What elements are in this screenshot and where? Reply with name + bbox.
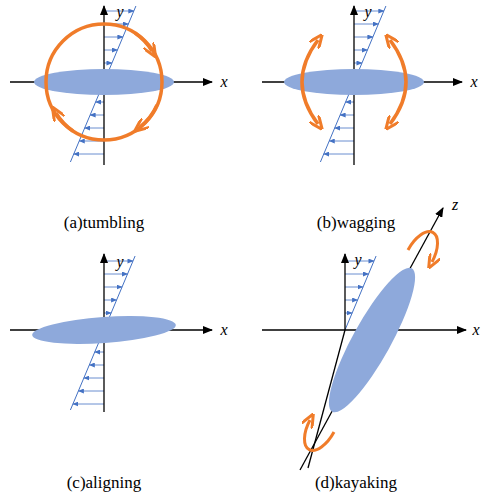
axis-label: x	[220, 74, 227, 90]
particle	[284, 69, 424, 95]
z-axis	[300, 208, 443, 470]
flow-arrow	[354, 50, 367, 51]
flow-arrow	[345, 274, 369, 275]
axis-label: y	[354, 252, 361, 268]
axis-label: y	[116, 4, 123, 20]
panel-caption: (b)wagging	[317, 214, 395, 231]
flow-arrow	[84, 378, 104, 379]
rotation-arrow	[56, 113, 73, 131]
flow-arrow	[354, 63, 362, 64]
flow-arrow	[90, 115, 104, 116]
axis-label: x	[472, 322, 479, 338]
flow-arrow	[335, 128, 354, 129]
panel-caption: (d)kayaking	[315, 474, 397, 491]
panel-caption: (c)aligning	[67, 474, 142, 491]
flow-arrow	[95, 352, 104, 353]
panel-caption: (a)tumbling	[64, 214, 144, 231]
flow-arrow	[104, 274, 128, 275]
flow-arrow	[104, 37, 123, 38]
kayaking-arrow	[304, 420, 334, 450]
flow-arrow	[104, 50, 117, 51]
flow-arrow	[89, 365, 104, 366]
flow-arrow	[85, 128, 104, 129]
kayaking-arrow	[408, 232, 438, 262]
flow-arrow	[104, 313, 111, 314]
flow-arrow	[354, 37, 373, 38]
flow-arrow	[345, 300, 358, 301]
flow-arrow	[104, 287, 122, 288]
axis-label: y	[364, 4, 371, 20]
tumbling-orbit	[46, 24, 162, 140]
axis-label: z	[452, 197, 458, 213]
flow-arrow	[346, 102, 354, 103]
particle	[31, 312, 176, 348]
y-axis	[344, 254, 345, 330]
flow-arrow	[78, 391, 104, 392]
flow-arrow	[324, 154, 354, 155]
flow-arrow	[329, 141, 354, 142]
flow-arrow	[354, 24, 378, 25]
rotation-arrow	[140, 105, 157, 127]
flow-arrow	[104, 63, 112, 64]
rotation-arrow	[135, 33, 152, 51]
flow-arrow	[104, 300, 117, 301]
flow-arrow	[345, 313, 352, 314]
particle	[34, 69, 174, 95]
wagging-arrow	[302, 40, 318, 124]
particle	[316, 259, 429, 421]
flow-arrow	[73, 404, 104, 405]
flow-arrow	[96, 102, 104, 103]
axis-label: x	[470, 74, 477, 90]
axis-label: y	[116, 254, 123, 270]
axis-label: x	[220, 322, 227, 338]
wagging-arrow	[390, 40, 406, 124]
flow-arrow	[345, 287, 363, 288]
flow-arrow	[74, 154, 104, 155]
flow-arrow	[340, 115, 354, 116]
